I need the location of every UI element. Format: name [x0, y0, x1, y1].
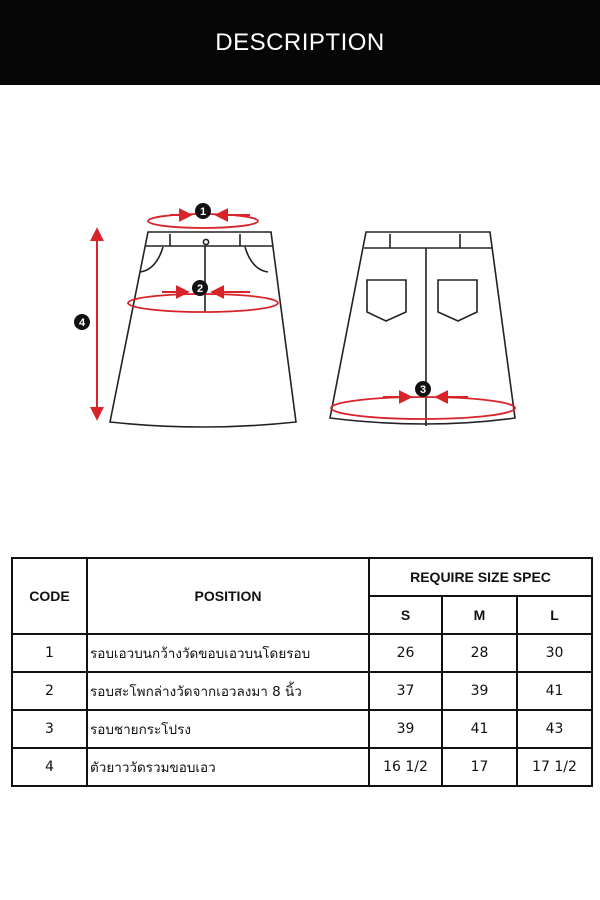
row-size-l: 43 — [515, 709, 594, 749]
skirt-front-drawing — [109, 231, 297, 428]
row-code: 3 — [11, 709, 88, 749]
row-position: รอบเอวบนกว้างวัดขอบเอวบนโดยรอบ — [86, 633, 370, 673]
row-size-s: 37 — [368, 671, 443, 711]
row-size-m: 41 — [441, 709, 518, 749]
table-row: 2 รอบสะโพกล่างวัดจากเอวลงมา 8 นิ้ว 37 39… — [11, 671, 594, 711]
marker-3: 3 — [415, 381, 431, 397]
skirt-back-drawing — [329, 231, 516, 426]
row-position: รอบชายกระโปรง — [86, 709, 370, 749]
row-size-l: 30 — [515, 633, 594, 673]
row-size-s: 39 — [368, 709, 443, 749]
row-code: 4 — [11, 747, 88, 787]
row-code: 1 — [11, 633, 88, 673]
table-size-header-row: S M L — [12, 595, 594, 635]
table-row: 1 รอบเอวบนกว้างวัดขอบเอวบนโดยรอบ 26 28 3… — [11, 633, 594, 673]
column-header-size-s: S — [368, 595, 443, 635]
svg-text:4: 4 — [79, 317, 86, 329]
row-code: 2 — [11, 671, 88, 711]
svg-text:3: 3 — [420, 384, 426, 396]
svg-text:2: 2 — [197, 283, 203, 295]
row-size-l: 41 — [515, 671, 594, 711]
row-size-m: 39 — [441, 671, 518, 711]
table-header-row: CODE POSITION REQUIRE SIZE SPEC — [11, 557, 594, 635]
skirt-measurement-diagram: 1 2 3 4 — [74, 203, 516, 428]
row-size-m: 17 — [441, 747, 518, 787]
row-position: รอบสะโพกล่างวัดจากเอวลงมา 8 นิ้ว — [86, 671, 370, 711]
column-header-position: POSITION — [86, 557, 370, 635]
table-row: 3 รอบชายกระโปรง 39 41 43 — [11, 709, 594, 749]
svg-text:1: 1 — [200, 206, 206, 218]
column-header-size-m: M — [441, 595, 518, 635]
header-title: DESCRIPTION — [215, 28, 385, 56]
header-bar: DESCRIPTION — [0, 0, 600, 85]
measurement-arrows — [90, 208, 468, 421]
column-header-code: CODE — [11, 557, 88, 635]
table-row: 4 ตัวยาววัดรวมขอบเอว 16 1/2 17 17 1/2 — [11, 747, 594, 787]
row-size-l: 17 1/2 — [515, 747, 594, 787]
row-position: ตัวยาววัดรวมขอบเอว — [86, 747, 370, 787]
marker-2: 2 — [192, 280, 208, 296]
row-size-m: 28 — [441, 633, 518, 673]
marker-4: 4 — [74, 314, 90, 330]
size-spec-table: CODE POSITION REQUIRE SIZE SPEC S M L 1 … — [11, 557, 594, 787]
row-size-s: 26 — [368, 633, 443, 673]
marker-1: 1 — [195, 203, 211, 219]
column-header-size-spec: REQUIRE SIZE SPEC — [367, 557, 594, 597]
column-header-size-l: L — [515, 595, 594, 635]
row-size-s: 16 1/2 — [368, 747, 443, 787]
